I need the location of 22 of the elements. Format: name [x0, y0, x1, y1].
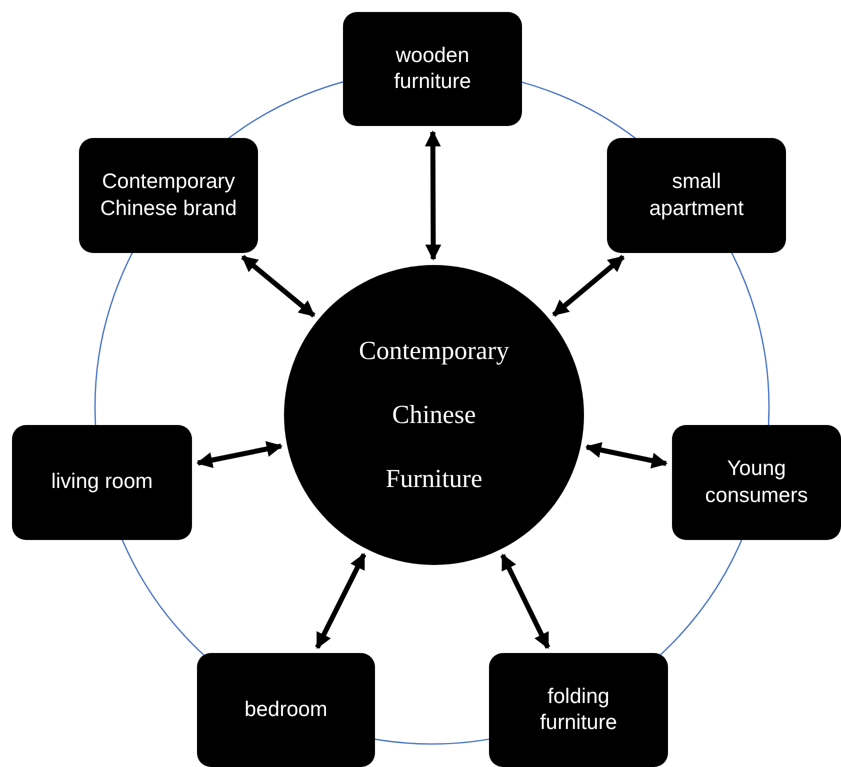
node-text: Young consumers: [704, 456, 809, 508]
double-arrow: [500, 554, 550, 650]
double-arrow: [196, 441, 283, 468]
node-text: small apartment: [648, 169, 745, 222]
topic-box: [343, 12, 522, 126]
topic-box: [489, 653, 668, 767]
node-text: bedroom: [244, 696, 328, 723]
node-text: Contemporary Chinese brand: [99, 169, 238, 222]
node-text: wooden furniture: [392, 42, 472, 95]
double-arrow: [315, 552, 366, 650]
topic-box: [672, 425, 841, 540]
double-arrow: [241, 254, 316, 318]
double-arrow: [585, 442, 668, 468]
topic-box: [197, 653, 375, 767]
node-text: folding furniture: [538, 684, 618, 736]
node-text: living room: [51, 469, 153, 496]
double-arrow: [424, 130, 442, 261]
topic-box: [12, 425, 192, 540]
topic-box: [79, 138, 258, 253]
topic-box: [607, 138, 786, 253]
double-arrow: [552, 254, 625, 317]
node-text: Contemporary Chinese Furniture: [358, 335, 510, 495]
